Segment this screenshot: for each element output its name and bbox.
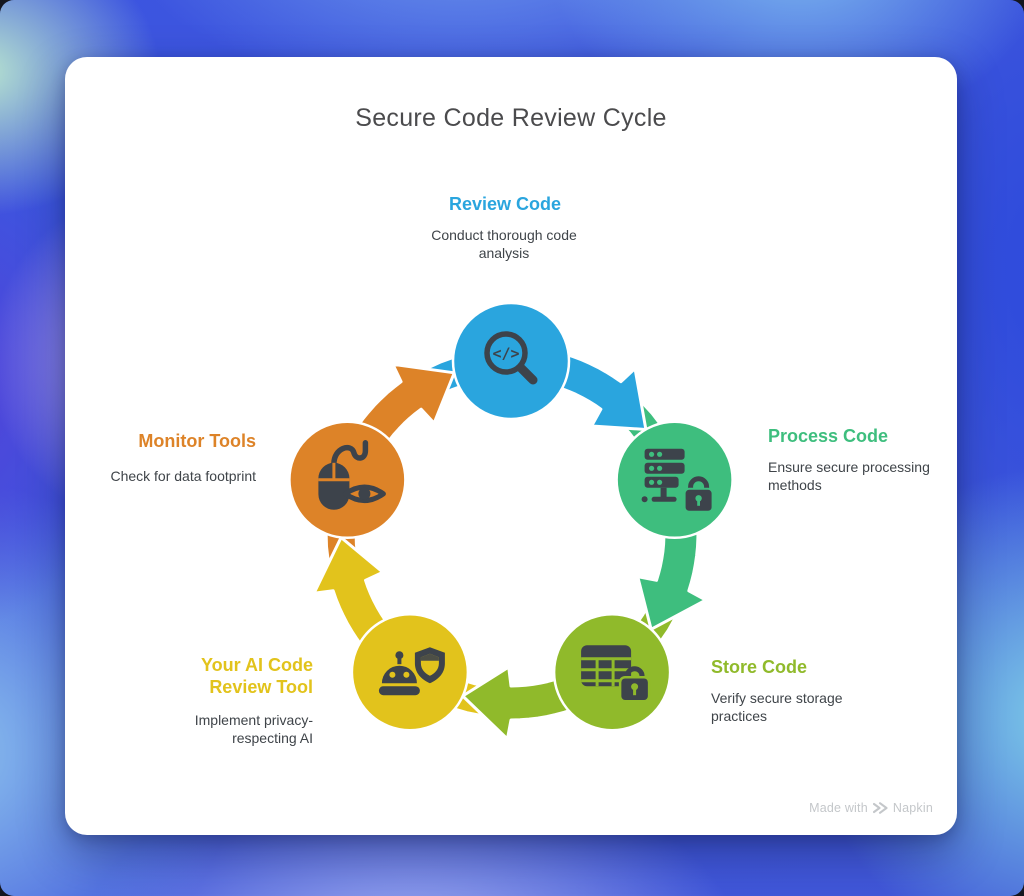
node-label-monitor-tools: Monitor Tools xyxy=(138,431,256,451)
node-desc-ai-review-tool: Implement privacy-respecting AI xyxy=(194,712,313,746)
node-label-review-code: Review Code xyxy=(448,194,562,214)
watermark-text: Made with xyxy=(809,801,868,815)
node-label-store-code: Store Code xyxy=(711,657,808,677)
node-label-ai-review-tool: Your AI Code Review Tool xyxy=(201,655,313,697)
node-desc-process-code: Ensure secure processing methods xyxy=(768,459,930,493)
node-label-process-code: Process Code xyxy=(768,426,889,446)
diagram-title: Secure Code Review Cycle xyxy=(355,104,667,132)
node-desc-monitor-tools: Check for data footprint xyxy=(110,468,256,484)
node-desc-review-code: Conduct thorough code analysis xyxy=(431,227,577,261)
watermark-brand: Napkin xyxy=(892,801,933,815)
node-desc-store-code: Verify secure storage practices xyxy=(711,690,843,724)
napkin-watermark: Made with Napkin xyxy=(809,801,933,815)
napkin-logo-icon xyxy=(872,802,888,814)
